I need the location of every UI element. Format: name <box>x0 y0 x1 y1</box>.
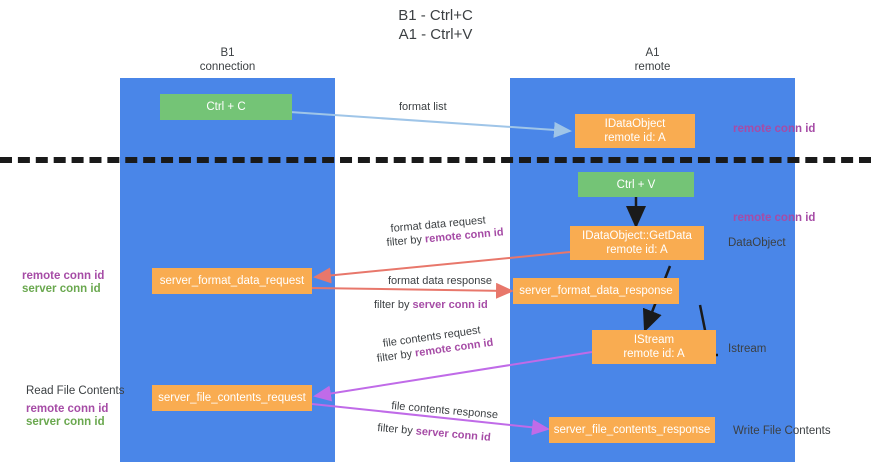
flow-label-format-list: format list <box>399 101 447 113</box>
annotation-dataobject: DataObject <box>728 237 786 249</box>
node-ctrl-c[interactable]: Ctrl + C <box>160 94 292 120</box>
node-idataobject-title: IDataObject <box>604 118 666 130</box>
node-getdata-sub: remote id: A <box>606 244 668 256</box>
column-header-a1: A1 remote <box>510 46 795 74</box>
phase-divider <box>0 157 871 163</box>
flow-label-format-data-response: format data response <box>388 275 492 287</box>
annotation-left-remote-conn-id: remote conn id <box>22 270 105 282</box>
arrow-file-contents-response <box>311 403 550 436</box>
filter-by-text-2: filter by <box>374 299 413 311</box>
node-ctrl-v[interactable]: Ctrl + V <box>578 172 694 197</box>
column-a1-sub: remote <box>634 61 671 73</box>
annotation-istream: Istream <box>728 343 767 355</box>
node-ctrl-c-label: Ctrl + C <box>206 101 246 113</box>
arrow-file-contents-request <box>313 351 593 402</box>
node-server-format-data-response[interactable]: server_format_data_response <box>513 278 679 304</box>
node-istream-sub: remote id: A <box>623 348 685 360</box>
annotation-read-file-contents: Read File Contents <box>26 385 125 397</box>
node-getdata-title: IDataObject::GetData <box>582 230 692 242</box>
annotation-remote-conn-id-mid: remote conn id <box>733 212 816 224</box>
filter-by-text-1: filter by <box>386 233 426 249</box>
node-sfcres-label: server_file_contents_response <box>553 424 711 436</box>
column-header-b1: B1 connection <box>120 46 335 74</box>
annotation-left-server-conn-id: server conn id <box>22 283 101 295</box>
node-istream[interactable]: IStream remote id: A <box>592 330 716 364</box>
node-sfdreq-label: server_format_data_request <box>159 275 305 287</box>
annotation-left-server-conn-id-2: server conn id <box>26 416 105 428</box>
arrow-format-data-response <box>311 282 514 299</box>
column-a1-name: A1 <box>645 47 660 59</box>
node-idataobject[interactable]: IDataObject remote id: A <box>575 114 695 148</box>
node-idataobject-sub: remote id: A <box>604 132 666 144</box>
annotation-remote-conn-id-top: remote conn id <box>733 123 816 135</box>
annotation-write-file-contents: Write File Contents <box>733 425 831 437</box>
node-server-file-contents-response[interactable]: server_file_contents_response <box>549 417 715 443</box>
arrow-format-list <box>274 110 572 138</box>
node-idataobject-getdata[interactable]: IDataObject::GetData remote id: A <box>570 226 704 260</box>
server-conn-id-text-1: server conn id <box>412 299 488 311</box>
diagram-title: B1 - Ctrl+C A1 - Ctrl+V <box>0 6 871 44</box>
column-b1-sub: connection <box>199 61 256 73</box>
title-line-1: B1 - Ctrl+C <box>398 7 473 24</box>
arrow-format-data-request <box>313 251 571 284</box>
annotation-left-remote-conn-id-2: remote conn id <box>26 403 109 415</box>
flow-label-filter-server-conn-id-1: filter by server conn id <box>374 298 488 312</box>
column-b1-name: B1 <box>220 47 235 59</box>
node-istream-title: IStream <box>633 334 675 346</box>
filter-by-text-4: filter by <box>376 421 417 438</box>
node-server-format-data-request[interactable]: server_format_data_request <box>152 268 312 294</box>
title-line-2: A1 - Ctrl+V <box>398 26 473 43</box>
node-sfcreq-label: server_file_contents_request <box>158 392 306 404</box>
node-sfdres-label: server_format_data_response <box>519 285 673 297</box>
node-server-file-contents-request[interactable]: server_file_contents_request <box>152 385 312 411</box>
node-ctrl-v-label: Ctrl + V <box>616 178 656 191</box>
